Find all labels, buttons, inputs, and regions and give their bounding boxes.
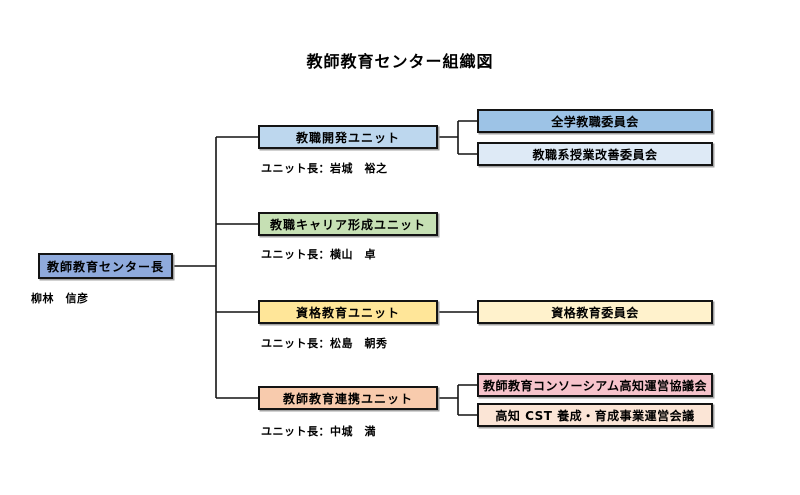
page-title: 教師教育センター組織図: [306, 52, 494, 71]
committee-box-zengaku: 全学教職委員会: [477, 109, 713, 133]
unit-leader-4: ユニット長：中城 満: [261, 425, 376, 438]
unit-box-renkei: 教師教育連携ユニット: [258, 386, 438, 410]
unit-label: 教職キャリア形成ユニット: [269, 217, 426, 232]
unit-label: 教職開発ユニット: [295, 130, 400, 145]
unit-box-kyoshoku-kaihatsu: 教職開発ユニット: [258, 125, 438, 149]
committee-label: 資格教育委員会: [551, 305, 639, 320]
committee-label: 教師教育コンソーシアム高知運営協議会: [483, 378, 707, 393]
committee-box-jugyo-kaizen: 教職系授業改善委員会: [477, 142, 713, 166]
unit-box-shikaku-kyoiku: 資格教育ユニット: [258, 300, 438, 324]
unit-label: 資格教育ユニット: [295, 305, 400, 320]
committee-box-consortium: 教師教育コンソーシアム高知運営協議会: [477, 373, 713, 397]
head-name: 柳林 信彦: [31, 292, 89, 305]
head-box-label: 教師教育センター長: [46, 259, 164, 274]
committee-box-cst: 高知 CST 養成・育成事業運営会議: [477, 403, 713, 427]
unit-box-career-keisei: 教職キャリア形成ユニット: [258, 212, 438, 236]
unit-label: 教師教育連携ユニット: [282, 391, 413, 406]
committee-label: 教職系授業改善委員会: [532, 147, 658, 162]
unit-leader-2: ユニット長：横山 卓: [261, 248, 376, 261]
head-box: 教師教育センター長: [38, 253, 173, 279]
committee-label: 全学教職委員会: [551, 114, 639, 129]
committee-label: 高知 CST 養成・育成事業運営会議: [495, 408, 695, 423]
committee-box-shikaku: 資格教育委員会: [477, 300, 713, 324]
unit-leader-1: ユニット長：岩城 裕之: [261, 162, 388, 175]
unit-leader-3: ユニット長：松島 朝秀: [261, 337, 388, 350]
